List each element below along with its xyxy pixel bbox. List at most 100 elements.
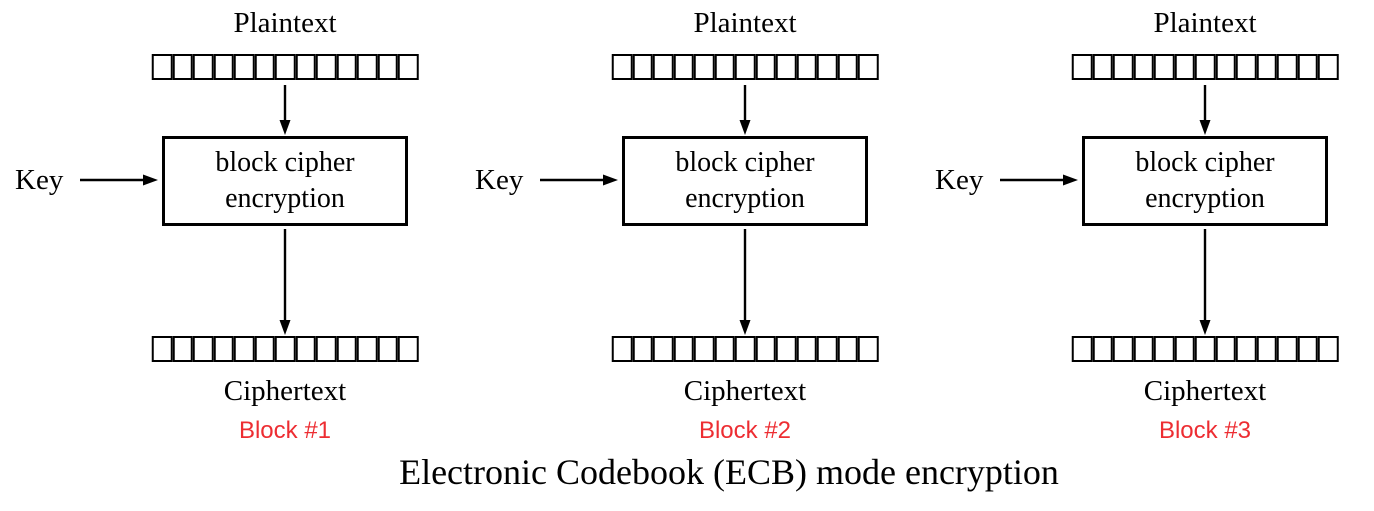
bit-cell: [775, 54, 797, 80]
bit-cell: [1133, 54, 1154, 80]
bit-cell: [714, 336, 735, 362]
cipher-box-line: encryption: [685, 183, 805, 214]
bit-cell: [172, 54, 193, 80]
bit-cell: [1174, 54, 1195, 80]
cipher-box-line: encryption: [225, 183, 345, 214]
bit-cell: [1174, 336, 1195, 362]
bit-cell: [1133, 336, 1154, 362]
bit-cell: [1092, 336, 1113, 362]
down-arrow-icon: [279, 229, 291, 335]
bit-cell: [652, 54, 674, 80]
bit-cell: [652, 336, 674, 362]
bit-cell: [274, 336, 296, 362]
bit-cell: [673, 336, 694, 362]
ciphertext-bits-bar: [151, 336, 419, 362]
key-input-row: Key: [15, 163, 159, 197]
bit-cell: [295, 54, 316, 80]
key-label: Key: [475, 164, 524, 196]
bit-cell: [1215, 54, 1236, 80]
ciphertext-bits-bar: [611, 336, 879, 362]
bit-cell: [397, 54, 419, 80]
bit-cell: [837, 54, 858, 80]
bit-cell: [254, 336, 275, 362]
bit-cell: [1276, 336, 1298, 362]
plaintext-label: Plaintext: [1153, 7, 1257, 39]
block-cipher-encryption-box: block cipher encryption: [1082, 136, 1328, 226]
bit-cell: [233, 54, 255, 80]
bit-cell: [1194, 336, 1216, 362]
plaintext-bits-bar: [611, 54, 879, 80]
cipher-box-line: block cipher: [675, 147, 815, 178]
block-number-label: Block #2: [698, 417, 792, 444]
cipher-box-line: block cipher: [215, 147, 355, 178]
key-arrow-icon: [80, 174, 159, 186]
bit-cell: [693, 336, 715, 362]
bit-cell: [1317, 54, 1339, 80]
bit-cell: [1256, 54, 1277, 80]
ciphertext-label: Ciphertext: [683, 375, 807, 407]
bit-cell: [192, 54, 214, 80]
bit-cell: [816, 54, 838, 80]
cipher-box-line: block cipher: [1135, 147, 1275, 178]
bit-cell: [233, 336, 255, 362]
bit-cell: [397, 336, 419, 362]
bit-cell: [336, 336, 357, 362]
bit-cell: [356, 54, 378, 80]
key-label: Key: [935, 164, 984, 196]
bit-cell: [1276, 54, 1298, 80]
plaintext-label: Plaintext: [233, 7, 337, 39]
ciphertext-label: Ciphertext: [1143, 375, 1267, 407]
bit-cell: [673, 54, 694, 80]
ecb-block-column-2: Plaintext block cipher encryption Key Ci…: [475, 0, 975, 450]
down-arrow-icon: [279, 85, 291, 135]
block-number-label: Block #1: [238, 417, 332, 444]
block-number-label: Block #3: [1158, 417, 1252, 444]
block-cipher-encryption-box: block cipher encryption: [162, 136, 408, 226]
bit-cell: [1194, 54, 1216, 80]
bit-cell: [632, 54, 653, 80]
bit-cell: [336, 54, 357, 80]
bit-cell: [1215, 336, 1236, 362]
plaintext-bits-bar: [1071, 54, 1339, 80]
bit-cell: [734, 336, 756, 362]
bit-cell: [693, 54, 715, 80]
bit-cell: [213, 336, 234, 362]
bit-cell: [1256, 336, 1277, 362]
bit-cell: [315, 336, 337, 362]
bit-cell: [377, 54, 398, 80]
plaintext-label: Plaintext: [693, 7, 797, 39]
bit-cell: [151, 54, 173, 80]
key-input-row: Key: [475, 163, 619, 197]
down-arrow-icon: [1199, 229, 1211, 335]
bit-cell: [816, 336, 838, 362]
bit-cell: [796, 54, 817, 80]
plaintext-bits-bar: [151, 54, 419, 80]
bit-cell: [254, 54, 275, 80]
bit-cell: [1112, 336, 1134, 362]
ciphertext-bits-bar: [1071, 336, 1339, 362]
bit-cell: [1235, 54, 1257, 80]
bit-cell: [151, 336, 173, 362]
bit-cell: [1297, 336, 1318, 362]
bit-cell: [857, 54, 879, 80]
down-arrow-icon: [739, 229, 751, 335]
bit-cell: [1071, 336, 1093, 362]
bit-cell: [755, 336, 776, 362]
key-arrow-icon: [540, 174, 619, 186]
bit-cell: [377, 336, 398, 362]
bit-cell: [1112, 54, 1134, 80]
bit-cell: [1317, 336, 1339, 362]
bit-cell: [611, 336, 633, 362]
bit-cell: [1153, 54, 1175, 80]
bit-cell: [611, 54, 633, 80]
bit-cell: [1153, 336, 1175, 362]
bit-cell: [213, 54, 234, 80]
ecb-block-column-3: Plaintext block cipher encryption Key Ci…: [935, 0, 1374, 450]
bit-cell: [192, 336, 214, 362]
down-arrow-icon: [739, 85, 751, 135]
bit-cell: [1235, 336, 1257, 362]
bit-cell: [857, 336, 879, 362]
key-arrow-icon: [1000, 174, 1079, 186]
bit-cell: [755, 54, 776, 80]
